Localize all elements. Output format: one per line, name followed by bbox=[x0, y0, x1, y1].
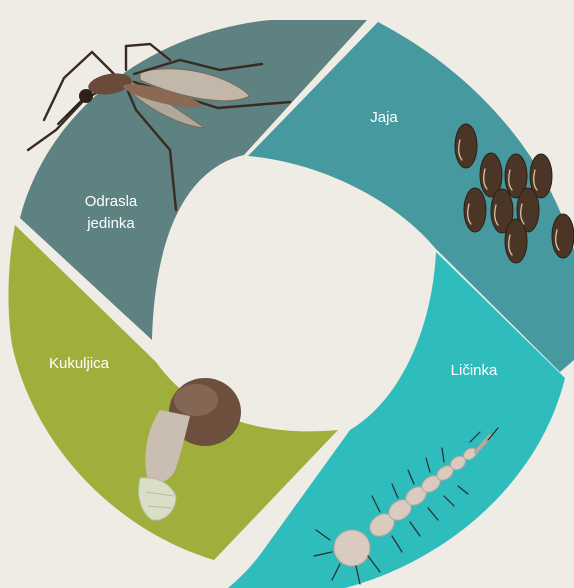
label-eggs: Jaja bbox=[370, 109, 398, 126]
label-adult-line2: jedinka bbox=[86, 215, 135, 232]
segment-pupa bbox=[8, 225, 338, 560]
label-pupa: Kukuljica bbox=[49, 355, 110, 372]
label-adult-line1: Odrasla bbox=[85, 193, 138, 210]
label-larva: Ličinka bbox=[451, 362, 498, 379]
